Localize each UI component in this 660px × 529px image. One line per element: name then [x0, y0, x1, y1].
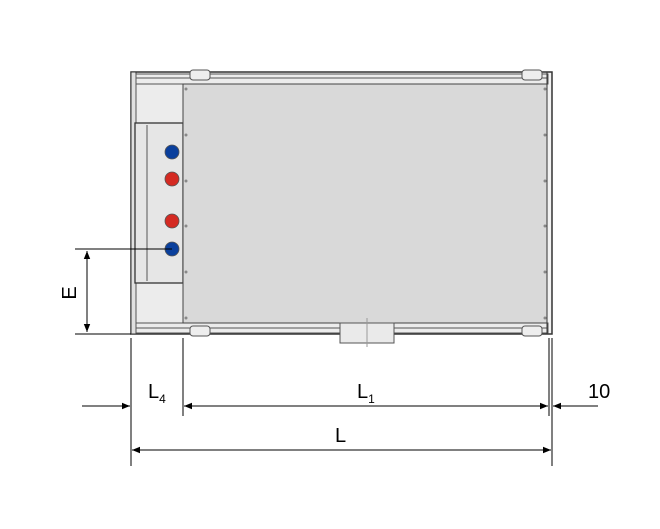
- dimension-offset-label: 10: [588, 381, 610, 403]
- dimension-L1-label: L1: [357, 381, 375, 406]
- water-connections: [164, 144, 180, 257]
- dimension-E-label: E: [59, 286, 81, 299]
- red-connection: [164, 171, 180, 187]
- dimension-L-label: L: [335, 425, 346, 447]
- unit-body: [130, 69, 553, 347]
- blue-connection: [164, 144, 180, 160]
- red-connection: [164, 213, 180, 229]
- handle: [521, 325, 543, 337]
- dimension-L4-label: L4: [148, 381, 166, 406]
- handle: [189, 325, 211, 337]
- handle: [189, 69, 211, 81]
- screws: [184, 87, 547, 320]
- dimension-lines: [75, 248, 598, 466]
- handle: [521, 69, 543, 81]
- main-panel: [182, 83, 548, 324]
